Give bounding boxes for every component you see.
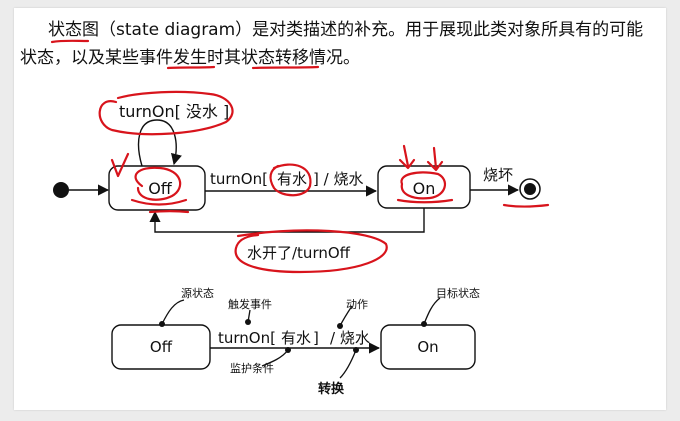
circle-self-transition: [98, 90, 234, 136]
arrow-mark-on-1: [398, 144, 416, 170]
annotation-target-state: 目标状态: [436, 286, 480, 300]
circle-on: [400, 171, 447, 200]
bottom-guard-label: 有水: [281, 329, 311, 347]
forward-event-label: turnOn[: [210, 170, 268, 188]
initial-state: [53, 182, 69, 198]
bottom-close-label: ]: [313, 329, 319, 347]
forward-guard-label: 有水: [277, 170, 307, 188]
state-off-label: Off: [148, 179, 173, 198]
bottom-state-on: On: [380, 324, 476, 370]
state-off: Off: [108, 165, 206, 211]
intro-underlines: [50, 39, 320, 70]
annotation-trigger-event: 触发事件: [228, 297, 272, 311]
annotation-source-state: 源状态: [181, 286, 214, 300]
circle-off: [134, 166, 182, 201]
annotation-action: 动作: [346, 298, 368, 311]
intro-paragraph: 状态图（state diagram）是对类描述的补充。用于展现此类对象所具有的可…: [20, 16, 660, 72]
annotation-transition: 转换: [318, 381, 345, 397]
underline-off: [130, 198, 188, 206]
self-transition-label: turnOn[ 没水 ]: [119, 102, 229, 121]
state-on-label: On: [413, 179, 436, 198]
bottom-event-label: turnOn[: [218, 329, 276, 347]
final-transition-label: 烧坏: [483, 166, 513, 184]
bottom-state-diagram: Off On turnOn[ 有水 ] / 烧水 源状态 触发事: [111, 286, 480, 397]
bottom-state-off: Off: [111, 324, 211, 370]
intro-text: （state diagram）是对类描述的补充。用于展现此类对象所具有的可能状态…: [20, 20, 644, 68]
self-transition-arrow: [137, 119, 182, 167]
forward-action-label: ] / 烧水: [313, 170, 363, 188]
circle-guard: [269, 163, 312, 197]
bottom-state-on-label: On: [417, 338, 438, 356]
callout-dots: [159, 319, 427, 353]
final-state: [519, 178, 541, 200]
intro-term: 状态图: [48, 20, 99, 40]
check-mark-off: [110, 152, 130, 178]
underline-off-2: [148, 210, 190, 214]
circle-back-transition: [234, 229, 388, 274]
underline-final: [502, 203, 550, 208]
red-annotations: [98, 90, 550, 274]
annotation-guard-condition: 监护条件: [230, 361, 274, 375]
bottom-state-off-label: Off: [150, 338, 173, 356]
top-state-diagram: Off turnOn[ 没水 ] turnOn[ 有水 ] / 烧水 On 烧坏…: [53, 102, 541, 262]
back-transition-arrow: [149, 208, 425, 233]
arrow-mark-on-2: [426, 146, 444, 172]
bottom-action-label: / 烧水: [330, 329, 370, 347]
back-transition-label: 水开了/turnOff: [247, 244, 351, 262]
underline-on: [396, 198, 454, 204]
